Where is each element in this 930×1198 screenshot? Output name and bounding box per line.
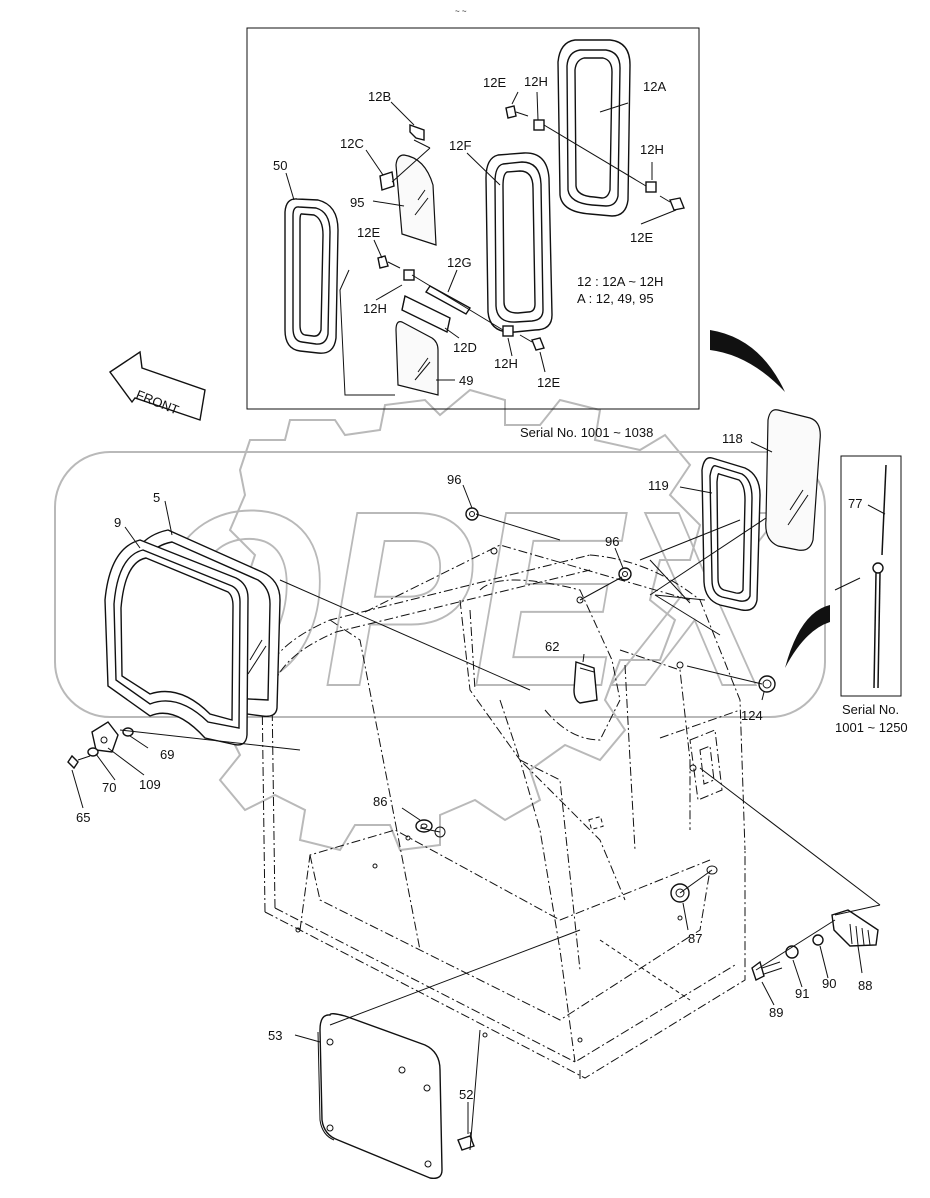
callout-12E-left: 12E — [357, 225, 380, 240]
callout-12E-top: 12E — [483, 75, 506, 90]
part-12C-clip — [379, 171, 395, 191]
part-62-handle — [573, 661, 598, 704]
callout-12H-top: 12H — [524, 74, 548, 89]
part-88-lever — [831, 909, 879, 947]
note-serial-antenna-1: Serial No. — [842, 702, 899, 717]
callout-12E-right: 12E — [630, 230, 653, 245]
part-118-glass — [765, 409, 821, 551]
part-49-glass — [395, 321, 439, 396]
callout-109: 109 — [139, 777, 161, 792]
callout-89: 89 — [769, 1005, 783, 1020]
callout-50: 50 — [273, 158, 287, 173]
callout-77: 77 — [848, 496, 862, 511]
part-124-cap — [758, 675, 776, 693]
front-arrow: FRONT — [109, 350, 206, 421]
callout-12H-left: 12H — [363, 301, 387, 316]
callout-65: 65 — [76, 810, 90, 825]
callout-12E-bottom: 12E — [537, 375, 560, 390]
callout-124: 124 — [741, 708, 763, 723]
callout-labels: 12A 12B 12C 12D 12E 12E 12E 12E 12F 12G … — [76, 74, 872, 1102]
part-86-grommet — [415, 819, 433, 833]
part-12B-clip — [409, 124, 425, 141]
callout-95: 95 — [350, 195, 364, 210]
notes: 12 : 12A ~ 12H A : 12, 49, 95 Serial No.… — [520, 274, 908, 735]
part-77-antenna — [872, 464, 887, 689]
note-serial-main: Serial No. 1001 ~ 1038 — [520, 425, 653, 440]
callout-9: 9 — [114, 515, 121, 530]
top-mark: ~ ~ — [455, 7, 467, 16]
callout-86: 86 — [373, 794, 387, 809]
part-95-glass — [395, 154, 437, 246]
callout-12D: 12D — [453, 340, 477, 355]
callout-96-right: 96 — [605, 534, 619, 549]
inset-frame — [246, 27, 700, 410]
callout-12H-right: 12H — [640, 142, 664, 157]
part-12G-strip — [424, 285, 472, 315]
part-12H-nuts — [403, 119, 657, 337]
part-9-seal — [104, 539, 249, 746]
part-69-70-109-65-striker — [67, 721, 134, 770]
callout-88: 88 — [858, 978, 872, 993]
part-12E-screws — [377, 105, 685, 351]
antenna-inset-frame — [840, 455, 902, 697]
part-119-seal — [701, 457, 761, 611]
callout-12G: 12G — [447, 255, 472, 270]
part-89-90-91-bolt-set — [751, 934, 824, 981]
callout-52: 52 — [459, 1087, 473, 1102]
callout-118: 118 — [722, 431, 743, 446]
inset-leaders — [285, 91, 677, 396]
callout-70: 70 — [102, 780, 116, 795]
note-serial-antenna-2: 1001 ~ 1250 — [835, 720, 908, 735]
callout-91: 91 — [795, 986, 809, 1001]
part-50-seal — [284, 198, 339, 354]
callout-69: 69 — [160, 747, 174, 762]
callout-5: 5 — [153, 490, 160, 505]
note-assembly: A : 12, 49, 95 — [577, 291, 654, 306]
callout-53: 53 — [268, 1028, 282, 1043]
callout-12A: 12A — [643, 79, 666, 94]
part-12D-strip — [401, 294, 451, 334]
note-kit: 12 : 12A ~ 12H — [577, 274, 663, 289]
callout-12B: 12B — [368, 89, 391, 104]
direction-swoosh-upper — [710, 330, 785, 392]
part-12A-seal — [557, 39, 631, 217]
callout-49: 49 — [459, 373, 473, 388]
callout-90: 90 — [822, 976, 836, 991]
callout-12F: 12F — [449, 138, 471, 153]
callout-87: 87 — [688, 931, 702, 946]
watermark-frame — [54, 451, 826, 718]
leader-lines — [71, 441, 886, 1151]
callout-62: 62 — [545, 639, 559, 654]
part-53-cover — [317, 1013, 443, 1180]
callout-96-left: 96 — [447, 472, 461, 487]
callout-12H-bottom: 12H — [494, 356, 518, 371]
callout-12C: 12C — [340, 136, 364, 151]
part-12F-seal — [485, 152, 553, 333]
direction-swoosh-lower — [785, 605, 830, 668]
callout-119: 119 — [648, 478, 669, 493]
